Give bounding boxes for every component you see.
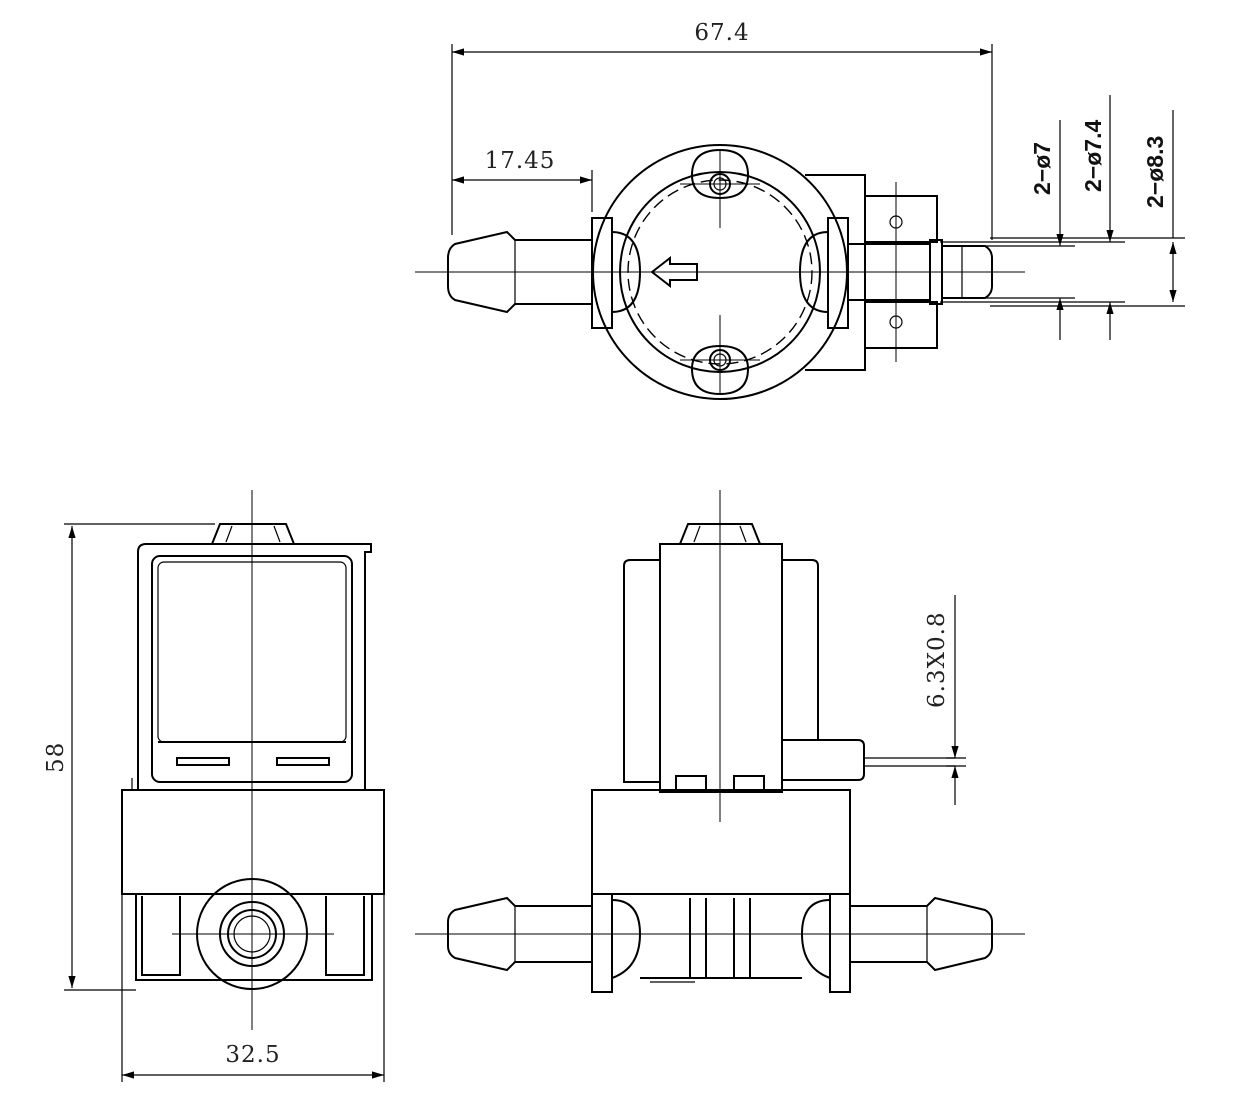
terminal-slot-right xyxy=(276,757,330,766)
lower-terminal-block xyxy=(864,301,938,349)
side-coil-knob xyxy=(679,523,761,545)
port-boss-circle xyxy=(219,901,285,967)
inlet-length-label: 17.45 xyxy=(485,148,556,174)
side-right-neck xyxy=(800,899,831,979)
port-barb-circle xyxy=(227,909,277,959)
coil-housing-outline xyxy=(805,174,866,371)
right-flange-plate xyxy=(827,217,849,329)
side-coil-tab-right xyxy=(733,775,765,791)
base-leg-right xyxy=(325,896,365,976)
coil-cover xyxy=(151,555,353,783)
side-valve-body xyxy=(591,789,851,895)
side-knob-rib-right xyxy=(739,525,747,543)
valve-body xyxy=(121,789,385,895)
left-flange-plate xyxy=(591,217,613,329)
height-label: 58 xyxy=(43,742,69,773)
side-right-barb xyxy=(850,896,993,972)
right-barb-collar xyxy=(929,239,943,305)
side-right-flange xyxy=(829,894,851,993)
side-left-flange xyxy=(591,894,613,993)
upper-terminal-block xyxy=(864,195,938,243)
side-left-neck xyxy=(611,899,642,979)
barb-dia-2-label: 2−ø7.4 xyxy=(1080,120,1106,192)
flange-inner-circle xyxy=(619,171,821,373)
knob-rib-right xyxy=(273,525,281,543)
left-flange-neck xyxy=(611,231,642,313)
port-outer-circle xyxy=(196,878,308,990)
side-left-barb xyxy=(447,896,592,972)
coil-knob xyxy=(211,523,295,545)
base-leg-left xyxy=(141,896,181,976)
right-barb-tip xyxy=(942,245,993,299)
coil-frame xyxy=(137,543,372,790)
side-connector-housing xyxy=(782,739,865,781)
width-label: 32.5 xyxy=(225,1042,280,1068)
upper-mounting-ear xyxy=(690,148,750,200)
bore-hidden-circle xyxy=(627,179,813,365)
port-bore-circle xyxy=(233,915,271,953)
side-coil-tab-left xyxy=(675,775,707,791)
side-view: 6.3X0.8 xyxy=(415,490,1025,993)
top-view: 67.4 17.45 2−ø7 2−ø7.4 2−ø8.3 xyxy=(415,20,1185,400)
front-view: 58 32.5 xyxy=(43,490,385,1082)
flow-direction-arrow xyxy=(650,255,698,289)
left-hose-barb xyxy=(447,230,592,314)
barb-dia-3-label: 2−ø8.3 xyxy=(1142,136,1168,208)
side-knob-rib-left xyxy=(693,525,701,543)
knob-rib-left xyxy=(225,525,233,543)
lower-mounting-ear xyxy=(690,344,750,396)
valve-base xyxy=(135,894,373,981)
barb-dia-1-label: 2−ø7 xyxy=(1029,142,1055,195)
side-coil-right xyxy=(782,559,819,740)
overall-length-label: 67.4 xyxy=(694,20,749,46)
side-coil-center xyxy=(659,543,783,793)
terminal-size-label: 6.3X0.8 xyxy=(924,611,950,708)
terminal-slot-left xyxy=(176,757,230,766)
side-coil-left xyxy=(623,559,660,783)
right-flange-neck xyxy=(798,231,829,313)
